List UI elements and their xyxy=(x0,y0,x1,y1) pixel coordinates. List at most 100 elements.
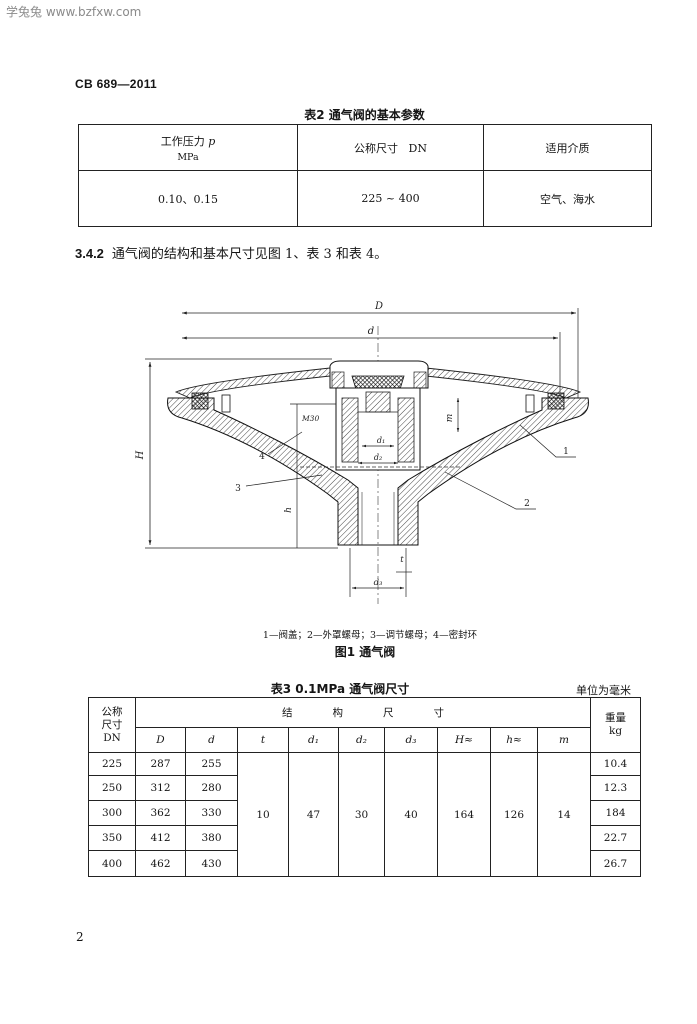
cell-dn: 225 xyxy=(88,752,136,776)
header-weight-line2: kg xyxy=(608,725,623,737)
header-col-m: m xyxy=(537,727,591,753)
table-row: 250 312 280 12.3 xyxy=(88,775,641,801)
cell-dn: 250 xyxy=(88,775,136,801)
header-col-t: t xyxy=(237,727,289,753)
cell-weight: 10.4 xyxy=(590,752,641,776)
header-working-pressure: 工作压力 p MPa xyxy=(78,124,298,171)
cell-D: 412 xyxy=(135,825,186,851)
label-d3: d₃ xyxy=(374,578,383,588)
callout-3-leader xyxy=(245,474,323,487)
cell-d2-common: 30 xyxy=(338,752,385,877)
table3-unit-note: 单位为毫米 xyxy=(576,684,631,697)
table3-header-row-2: D d t d₁ d₂ d₃ H≈ h≈ m xyxy=(89,727,641,753)
cell-D: 312 xyxy=(135,775,186,801)
cell-dn: 400 xyxy=(88,850,136,877)
seal-ring-right xyxy=(547,392,565,410)
cell-d: 280 xyxy=(185,775,238,801)
cell-medium: 空气、海水 xyxy=(483,170,652,227)
standard-code: CB 689—2011 xyxy=(75,77,158,91)
cell-dn: 350 xyxy=(88,825,136,851)
label-d2: d₂ xyxy=(374,453,382,462)
cell-size: 225 ~ 400 xyxy=(297,170,484,227)
label-D: D xyxy=(374,301,383,312)
header-nominal-size: 公称尺寸 DN xyxy=(297,124,484,171)
valve-body-section-right xyxy=(397,397,589,546)
pressure-symbol: p xyxy=(208,134,216,148)
cell-d: 380 xyxy=(185,825,238,851)
table-row: 225 287 255 10 47 30 40 164 126 14 10.4 xyxy=(88,752,641,877)
callout-2-leader xyxy=(444,471,536,510)
seal-ring-left xyxy=(191,392,209,410)
header-dn-line3: DN xyxy=(103,731,121,744)
cell-weight: 184 xyxy=(590,800,641,826)
header-weight: 重量 kg xyxy=(590,697,641,753)
cell-weight: 22.7 xyxy=(590,825,641,851)
cell-d3-common: 40 xyxy=(384,752,438,877)
table-row: 300 362 330 184 xyxy=(88,800,641,826)
size-label: 公称尺寸 xyxy=(354,141,399,155)
site-watermark: 学兔兔 www.bzfxw.com xyxy=(6,5,142,19)
header-col-h: h≈ xyxy=(490,727,538,753)
table2-basic-parameters: 工作压力 p MPa 公称尺寸 DN 适用介质 0.10、0.15 225 ~ … xyxy=(78,124,652,227)
pressure-unit: MPa xyxy=(177,151,199,163)
label-h: h xyxy=(284,507,294,513)
bolt-left xyxy=(221,394,231,413)
header-medium: 适用介质 xyxy=(483,124,652,171)
valve-body-section-left xyxy=(167,397,359,546)
header-weight-line1: 重量 xyxy=(605,712,626,724)
bolt-right xyxy=(525,394,535,413)
figure1-caption: 图1 通气阀 xyxy=(334,645,396,659)
table2-title: 表2 通气阀的基本参数 xyxy=(304,108,425,122)
cell-m-common: 14 xyxy=(537,752,591,877)
table-row: 400 462 430 26.7 xyxy=(88,850,641,877)
valve-stem xyxy=(365,391,391,413)
page-number: 2 xyxy=(76,930,84,944)
cell-h-common: 126 xyxy=(490,752,538,877)
header-col-d3: d₃ xyxy=(384,727,438,753)
pressure-label: 工作压力 xyxy=(160,134,205,148)
label-m: m xyxy=(445,414,455,423)
cell-t-common: 10 xyxy=(237,752,289,877)
cell-D: 462 xyxy=(135,850,186,877)
label-d: d xyxy=(368,326,374,337)
table-row: 0.10、0.15 225 ~ 400 空气、海水 xyxy=(78,170,652,227)
table3-header-row-1: 公称 尺寸 DN 结构尺寸 重量 kg xyxy=(88,697,641,753)
adjusting-nut-right xyxy=(397,397,415,463)
clause-number: 3.4.2 xyxy=(75,246,104,261)
cell-D: 362 xyxy=(135,800,186,826)
header-col-D: D xyxy=(135,727,186,753)
cell-weight: 26.7 xyxy=(590,850,641,877)
cell-dn: 300 xyxy=(88,800,136,826)
header-col-d2: d₂ xyxy=(338,727,385,753)
callout-2: 2 xyxy=(524,499,530,509)
header-dn-line2: 尺寸 xyxy=(101,718,123,731)
callout-1: 1 xyxy=(563,447,569,457)
cell-d1-common: 47 xyxy=(288,752,339,877)
label-M30: M30 xyxy=(301,414,319,423)
label-d1: d₁ xyxy=(377,436,385,445)
callout-1-leader xyxy=(519,424,576,458)
size-symbol: DN xyxy=(408,141,427,155)
callout-4-leader xyxy=(267,431,303,455)
cell-d: 330 xyxy=(185,800,238,826)
figure1-vent-valve-drawing: D d H h M30 m d₁ d₂ d₃ t 1 2 3 4 xyxy=(135,301,589,604)
cap-wall-right xyxy=(413,371,427,389)
label-t: t xyxy=(400,555,404,565)
header-col-H: H≈ xyxy=(437,727,491,753)
header-dn: 公称 尺寸 DN xyxy=(88,697,136,753)
cell-H-common: 164 xyxy=(437,752,491,877)
cell-weight: 12.3 xyxy=(590,775,641,801)
callout-4: 4 xyxy=(259,452,265,462)
figure1-legend: 1—阀盖；2—外罩螺母；3—调节螺母；4—密封环 xyxy=(262,630,478,641)
table-row: 350 412 380 22.7 xyxy=(88,825,641,851)
header-col-d1: d₁ xyxy=(288,727,339,753)
header-dn-line1: 公称 xyxy=(101,705,123,718)
header-col-d: d xyxy=(185,727,238,753)
label-H: H xyxy=(135,450,146,460)
cell-D: 287 xyxy=(135,752,186,776)
table3-title: 表3 0.1MPa 通气阀尺寸 xyxy=(270,682,410,696)
cap-wall-left xyxy=(331,371,345,389)
cell-d: 255 xyxy=(185,752,238,776)
cell-pressure: 0.10、0.15 xyxy=(78,170,298,227)
